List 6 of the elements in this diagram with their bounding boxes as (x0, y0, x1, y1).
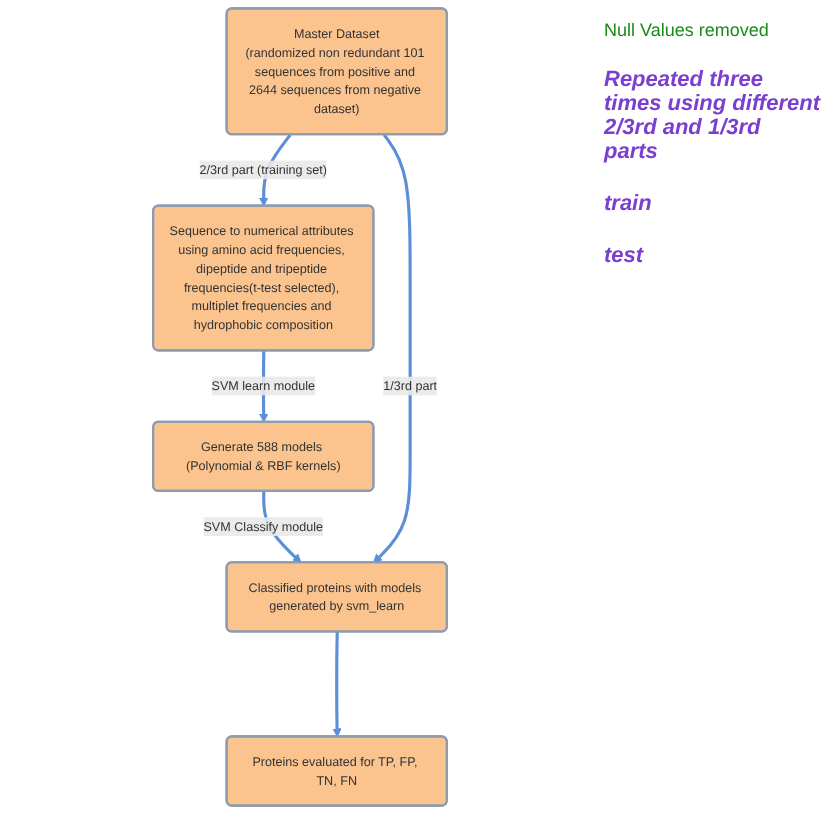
arrow (332, 631, 342, 738)
annotation-text: Repeated three times using different 2/3rd and 1/3rd parts (604, 68, 820, 164)
annotation-text: test (604, 244, 646, 268)
note-text: Null Values removed (604, 20, 771, 40)
annotation-text: train (604, 192, 654, 216)
arrow (373, 133, 412, 564)
